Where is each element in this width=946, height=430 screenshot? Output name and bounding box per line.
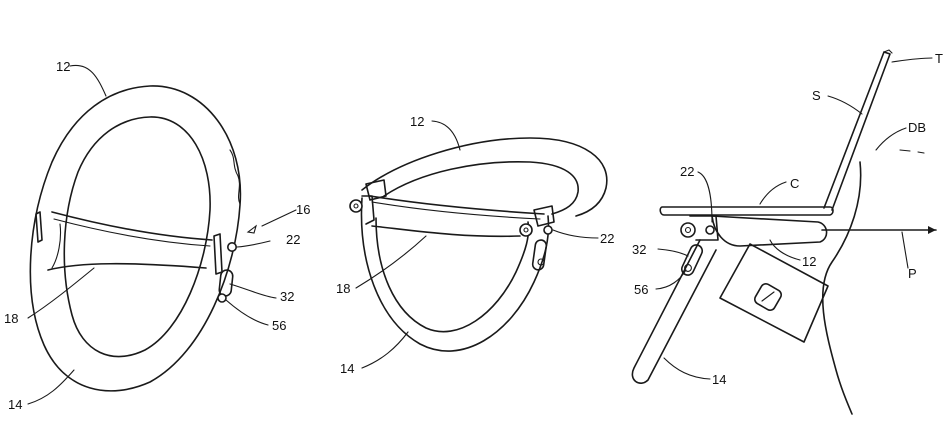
side-view-in-use: T S DB C 22 32 56 12 14 P [631,49,943,415]
front-frame-outer [29,85,242,392]
front-sling-belly [47,262,207,271]
persp-right-pivot [519,223,533,237]
persp-left-pivot [349,199,363,213]
perspective-view: 12 22 18 14 [336,114,614,376]
label-side-P: P [908,266,917,281]
label-persp-18: 18 [336,281,350,296]
front-pivot-22 [227,242,238,253]
front-sling-seam [51,211,213,241]
label-front-14: 14 [8,397,22,412]
side-pin-56 [684,264,692,272]
label-side-S: S [812,88,821,103]
label-side-T: T [935,51,943,66]
persp-sling-belly [371,225,521,238]
persp-pad-inner [383,160,579,215]
side-lower-arm [631,239,717,384]
label-front-12: 12 [56,59,70,74]
label-side-C: C [790,176,799,191]
front-bracket [213,233,223,275]
label-front-18: 18 [4,311,18,326]
label-front-16: 16 [296,202,310,217]
front-view: 12 16 22 32 56 18 14 [4,59,310,412]
label-side-32: 32 [632,242,646,257]
laptop-base [659,206,834,216]
label-front-32: 32 [280,289,294,304]
label-side-56: 56 [634,282,648,297]
label-side-22: 22 [680,164,694,179]
side-plate [719,243,829,343]
label-side-DB: DB [908,120,926,135]
persp-pad-outer [361,137,608,217]
front-slot-32 [218,269,234,297]
persp-sling-rim [369,195,545,215]
front-frame-inner [63,116,211,358]
label-persp-14: 14 [340,361,354,376]
persp-pivot-22 [543,225,553,235]
side-arm-pad [711,215,828,247]
label-persp-12: 12 [410,114,424,129]
label-persp-22: 22 [600,231,614,246]
persp-frame-outer [360,197,550,352]
side-hinge [680,222,696,238]
side-slot-32 [680,244,704,276]
label-front-22: 22 [286,232,300,247]
label-side-14: 14 [712,372,726,387]
persp-frame-inner [375,217,530,333]
side-pivot-22 [705,225,715,235]
label-side-12: 12 [802,254,816,269]
front-pin-56 [217,293,227,303]
user-body [821,161,862,415]
side-plate-button [754,283,782,311]
laptop-screen [823,51,891,211]
label-front-56: 56 [272,318,286,333]
